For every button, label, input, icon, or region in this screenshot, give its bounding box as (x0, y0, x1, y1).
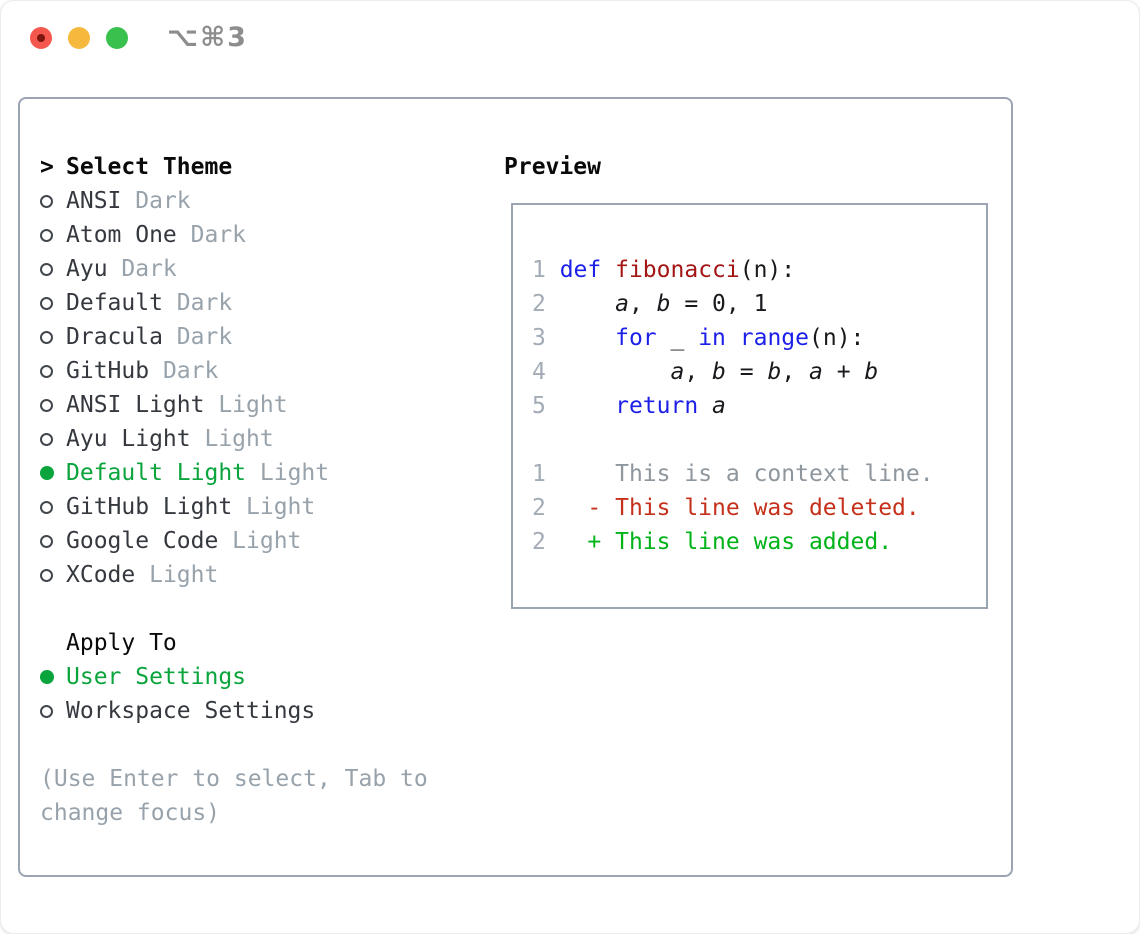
hint-line-1: (Use Enter to select, Tab to (40, 766, 428, 792)
option-label: Atom One (66, 222, 191, 248)
option-label: ANSI Light (66, 392, 219, 418)
theme-option-ayu-light[interactable]: Ayu Light Light (40, 422, 428, 456)
radio-icon (40, 398, 53, 412)
option-variant-label: Dark (190, 222, 247, 248)
option-variant-label: Light (204, 426, 274, 452)
theme-option-ansi[interactable]: ANSI Dark (40, 184, 428, 218)
radio-icon (40, 330, 53, 344)
preview-line (532, 423, 986, 457)
theme-option-ayu[interactable]: Ayu Dark (40, 252, 428, 286)
option-variant-label: Dark (162, 358, 219, 384)
theme-option-google-code[interactable]: Google Code Light (40, 524, 428, 558)
hint-line-2: change focus) (40, 800, 221, 826)
traffic-lights (30, 27, 128, 49)
theme-option-github[interactable]: GitHub Dark (40, 354, 428, 388)
radio-icon (40, 262, 53, 276)
radio-icon (40, 364, 53, 378)
preview-code: 1 def fibonacci(n): 2 a, b = 0, 1 3 for _ … (532, 253, 986, 559)
minimize-button[interactable] (68, 27, 90, 49)
prompt-caret-icon: > (40, 154, 54, 180)
radio-icon (40, 568, 53, 582)
apply-option-user-settings[interactable]: User Settings (40, 660, 428, 694)
window-shortcut-label: ⌥⌘3 (167, 22, 248, 53)
preview-title: Preview (504, 154, 601, 180)
spacer (40, 728, 428, 762)
preview-line: 4 a, b = b, a + b (532, 359, 879, 385)
option-label: GitHub Light (66, 494, 247, 520)
radio-selected-icon (40, 670, 54, 684)
option-label: Ayu Light (66, 426, 205, 452)
theme-list-header: > Select Theme (40, 150, 428, 184)
theme-option-github-light[interactable]: GitHub Light Light (40, 490, 428, 524)
theme-option-default[interactable]: Default Dark (40, 286, 428, 320)
radio-icon (40, 500, 53, 514)
option-variant-label: Light (232, 528, 302, 554)
preview-line: 2 a, b = 0, 1 (532, 291, 768, 317)
option-variant-label: Light (218, 392, 288, 418)
apply-to-header: Apply To (40, 626, 428, 660)
apply-option-workspace-settings[interactable]: Workspace Settings (40, 694, 428, 728)
radio-icon (40, 228, 53, 242)
radio-icon (40, 432, 53, 446)
option-variant-label: Dark (176, 324, 233, 350)
theme-list-title: Select Theme (66, 154, 233, 180)
theme-option-dracula[interactable]: Dracula Dark (40, 320, 428, 354)
option-label: XCode (66, 562, 150, 588)
option-variant-label: Dark (135, 188, 191, 214)
radio-selected-icon (40, 466, 54, 480)
preview-box: 1 def fibonacci(n): 2 a, b = 0, 1 3 for _ … (511, 203, 988, 609)
preview-line: 1 This is a context line. (532, 461, 934, 487)
radio-icon (40, 704, 53, 718)
radio-icon (40, 296, 53, 310)
option-label: Workspace Settings (66, 698, 316, 724)
option-variant-label: Dark (121, 256, 177, 282)
option-variant-label: Light (246, 494, 316, 520)
option-variant-label: Light (149, 562, 219, 588)
apply-to-title: Apply To (66, 630, 177, 656)
option-label: User Settings (66, 664, 247, 690)
option-variant-label: Light (259, 460, 330, 486)
radio-icon (40, 194, 53, 208)
preview-line: 2 - This line was deleted. (532, 495, 920, 521)
spacer (40, 592, 428, 626)
theme-option-atom-one[interactable]: Atom One Dark (40, 218, 428, 252)
option-label: Dracula (66, 324, 177, 350)
close-button[interactable] (30, 27, 52, 49)
option-label: Default (66, 290, 177, 316)
option-label: Default Light (66, 460, 260, 486)
radio-icon (40, 534, 53, 548)
theme-option-default-light[interactable]: Default Light Light (40, 456, 428, 490)
option-label: Google Code (66, 528, 233, 554)
option-label: ANSI (66, 188, 136, 214)
preview-line: 5 return a (532, 393, 726, 419)
theme-option-xcode[interactable]: XCode Light (40, 558, 428, 592)
option-label: GitHub (66, 358, 163, 384)
preview-line: 2 + This line was added. (532, 529, 893, 555)
option-variant-label: Dark (176, 290, 233, 316)
preview-line: 1 def fibonacci(n): (532, 257, 796, 283)
zoom-button[interactable] (106, 27, 128, 49)
preview-line: 3 for _ in range(n): (532, 325, 865, 351)
theme-option-ansi-light[interactable]: ANSI Light Light (40, 388, 428, 422)
option-label: Ayu (66, 256, 122, 282)
